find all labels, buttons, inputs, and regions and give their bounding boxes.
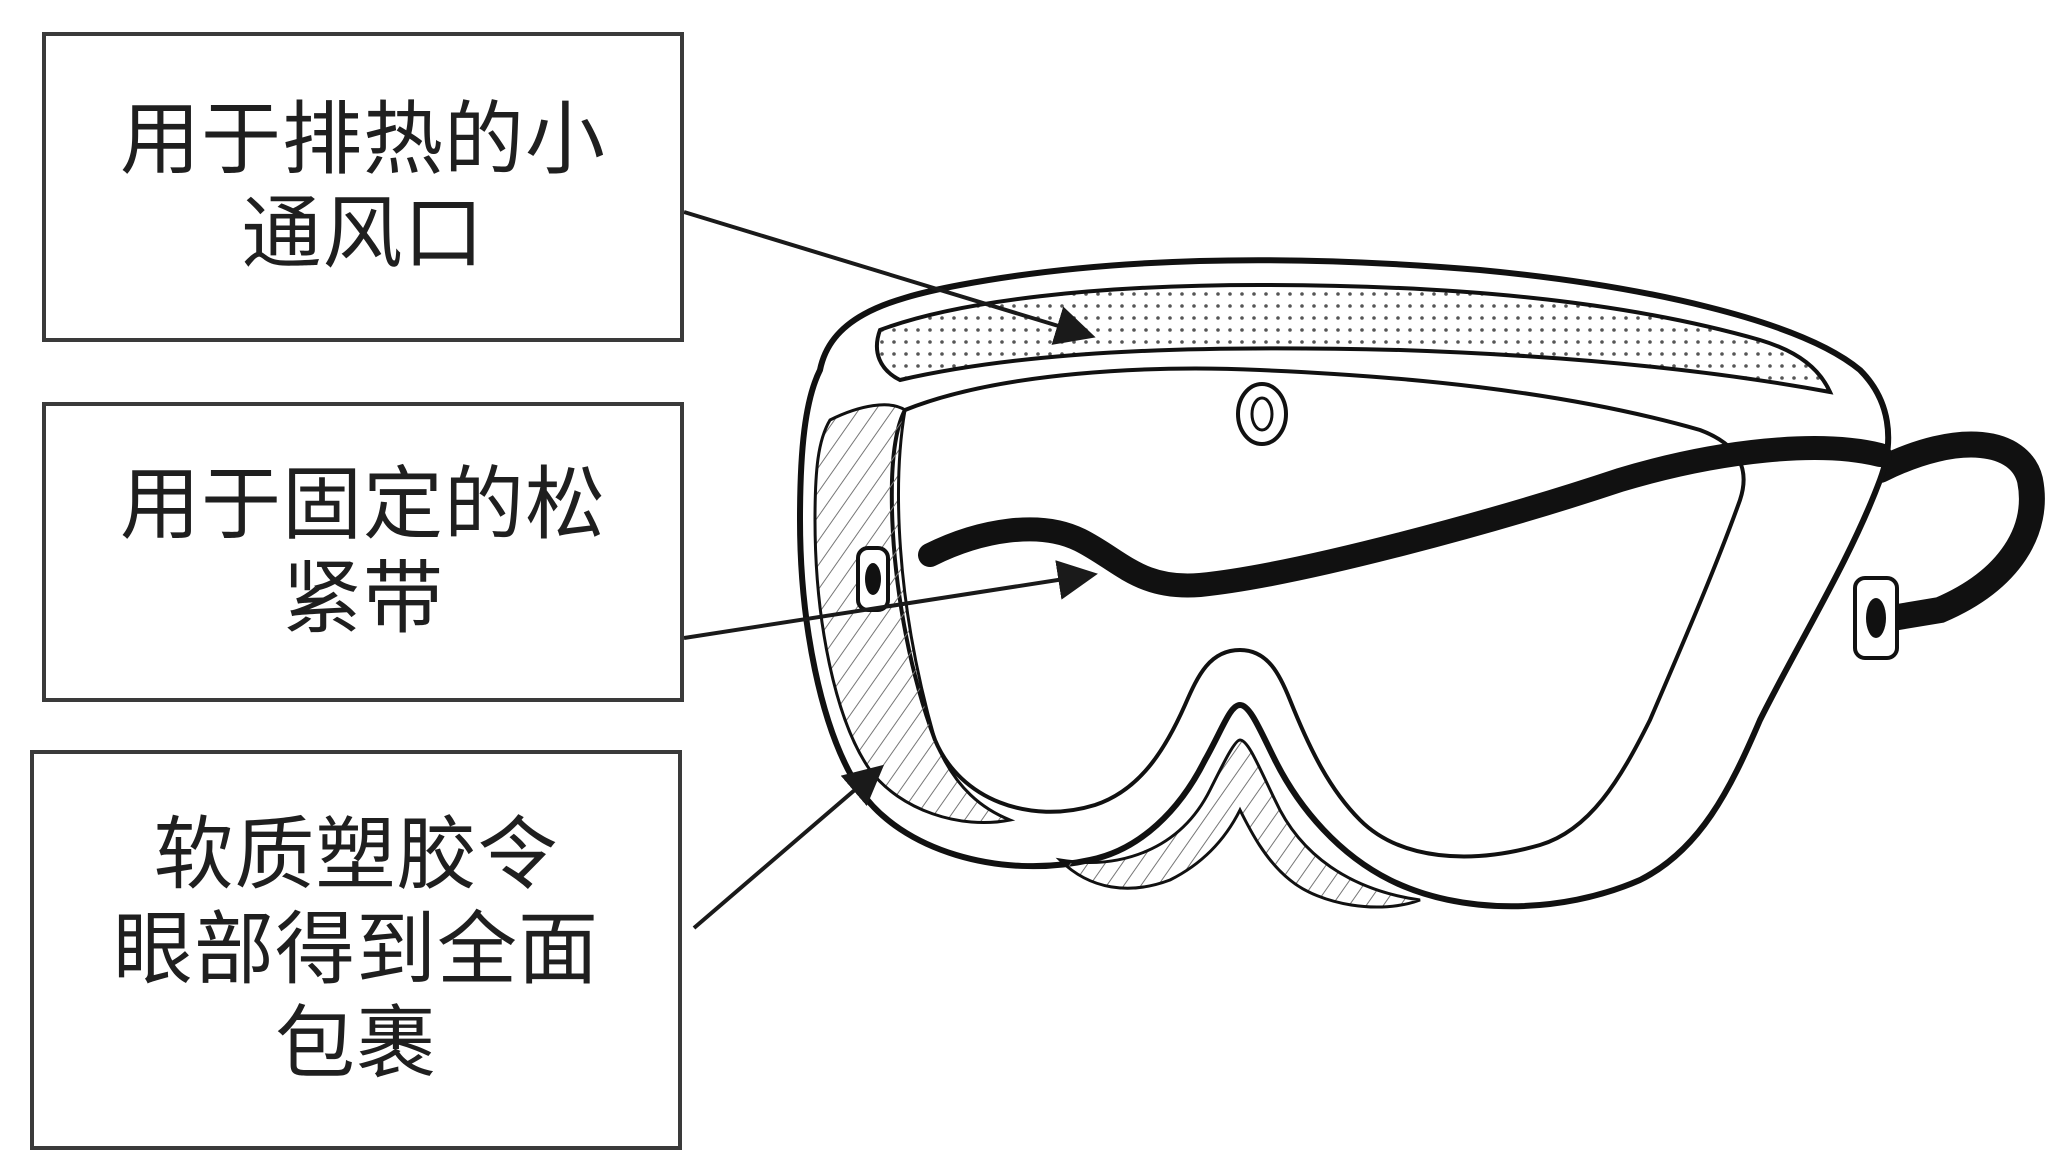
label-box-strap: 用于固定的松 紧带 [42,402,684,702]
label-box-soft-plastic: 软质塑胶令 眼部得到全面 包裹 [30,750,682,1150]
arrow-plastic [692,764,885,930]
strap-front [918,436,1892,598]
label-strap: 用于固定的松 紧带 [120,457,606,645]
strap-back [1867,431,2045,633]
arrow-vents [683,210,1096,345]
side-panel-left [813,403,1016,825]
label-vents: 用于排热的小 通风口 [120,92,606,280]
label-soft-plastic: 软质塑胶令 眼部得到全面 包裹 [113,808,599,1091]
label-box-vents: 用于排热的小 通风口 [42,32,684,342]
lens-opening [889,366,1746,859]
vent-band [874,282,1834,395]
soft-skirt [1055,738,1421,909]
arrow-strap [683,560,1098,640]
